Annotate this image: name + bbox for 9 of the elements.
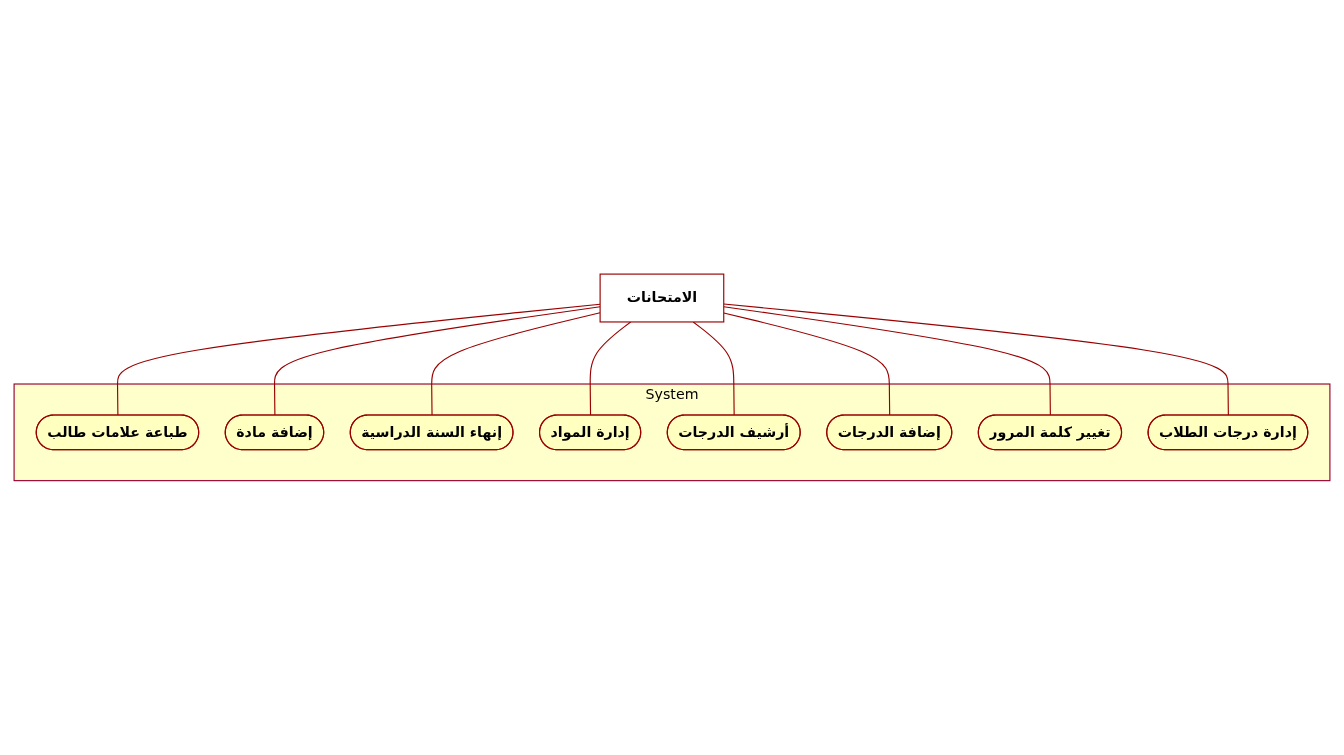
- connector: [723, 306, 1051, 417]
- connector: [723, 312, 891, 417]
- connector: [692, 321, 735, 417]
- connector: [723, 303, 1229, 417]
- connector: [431, 312, 601, 417]
- connector: [116, 303, 601, 417]
- connector: [273, 306, 601, 417]
- node-box: الامتحانات: [599, 273, 725, 323]
- connector: [589, 321, 632, 417]
